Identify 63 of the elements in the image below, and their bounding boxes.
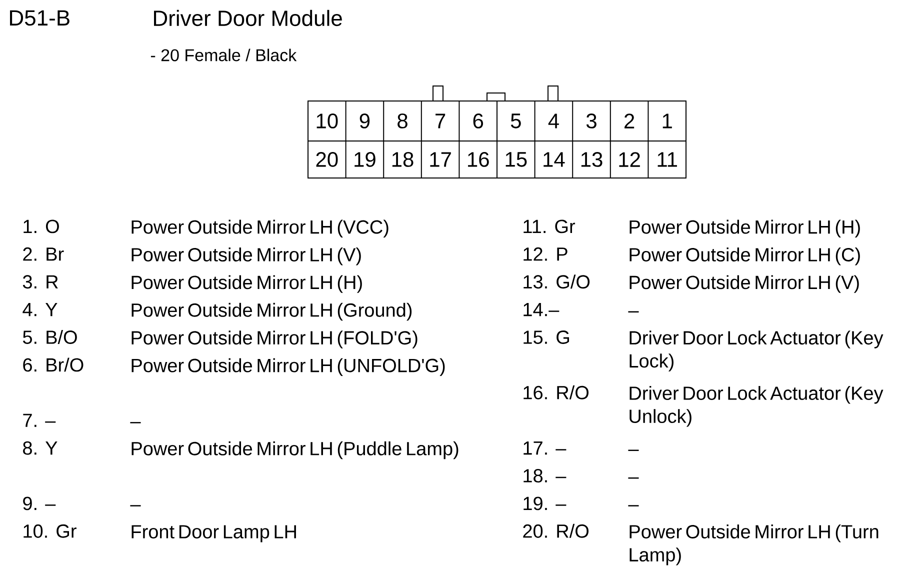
- pin-number: 13: [581, 152, 602, 167]
- pin-label: 2. Br: [23, 247, 64, 261]
- pin-function: Front Door Lamp LH: [132, 525, 296, 542]
- pin-function: –: [628, 311, 639, 312]
- pin-label: 4. Y: [22, 303, 58, 316]
- pin-function: Driver Door Lock Actuator (Key Lock): [630, 330, 884, 372]
- pin-function: Driver Door Lock Actuator (Key Unlock): [630, 386, 884, 427]
- pin-label: 17. –: [524, 442, 566, 455]
- pin-label: 9. –: [23, 496, 56, 510]
- pin-number: 5: [510, 114, 521, 128]
- connector-id: D51-B: [10, 10, 70, 26]
- pin-number: 3: [586, 114, 596, 128]
- pin-function: –: [130, 422, 141, 424]
- pin-number: 1: [662, 114, 672, 128]
- pin-number: 8: [398, 114, 408, 128]
- pin-number: 9: [360, 114, 370, 128]
- pin-label: 20. R/O: [523, 524, 588, 538]
- pin-label: 18. –: [524, 469, 566, 482]
- pin-number: 20: [316, 152, 338, 167]
- pin-number: 17: [430, 152, 451, 167]
- pin-label: 7. –: [23, 414, 56, 427]
- pin-function: Power Outside Mirror LH (UNFOLD'G): [132, 358, 445, 376]
- pin-function: Power Outside Mirror LH (Ground): [132, 302, 412, 321]
- pin-number: 4: [548, 114, 559, 128]
- pin-number: 2: [624, 114, 634, 128]
- pin-function: Power Outside Mirror LH (FOLD'G): [132, 330, 418, 348]
- pin-label: 6. Br/O: [23, 358, 84, 372]
- pin-function: Power Outside Mirror LH (H): [630, 220, 860, 238]
- pin-number: 10: [316, 114, 338, 128]
- pin-number: 6: [473, 114, 484, 128]
- pin-function: –: [130, 505, 141, 506]
- pin-function: –: [628, 505, 639, 506]
- pin-label: 16. R/O: [524, 385, 588, 400]
- page-title: Driver Door Module: [154, 10, 342, 26]
- pin-label: 8. Y: [23, 441, 58, 455]
- pin-function: Power Outside Mirror LH (VCC): [132, 220, 388, 238]
- pin-number: 7: [436, 114, 446, 128]
- pin-label: 13. G/O: [524, 274, 590, 289]
- pin-label: 5. B/O: [22, 330, 77, 344]
- pin-label: 12. P: [524, 247, 568, 261]
- pin-number: 16: [468, 152, 489, 167]
- pin-label: 1. O: [24, 220, 59, 234]
- pin-label: 14.–: [524, 303, 560, 316]
- pin-label: 10. Gr: [24, 524, 76, 538]
- pin-number: 14: [544, 152, 565, 167]
- pin-number: 18: [392, 152, 414, 167]
- pin-function: Power Outside Mirror LH (V): [132, 248, 361, 266]
- pin-function: –: [628, 477, 639, 479]
- connector-description: - 20 Female / Black: [150, 48, 297, 62]
- pin-function: Power Outside Mirror LH (Puddle Lamp): [132, 441, 458, 460]
- pin-label: 11. Gr: [524, 220, 576, 234]
- pin-number: 19: [354, 152, 376, 167]
- pin-function: Power Outside Mirror LH (C): [630, 248, 860, 266]
- pin-label: 3. R: [22, 275, 58, 289]
- pin-number: 12: [619, 152, 640, 167]
- pin-number: 15: [506, 152, 527, 167]
- pin-function: Power Outside Mirror LH (Turn Lamp): [630, 524, 878, 566]
- pin-label: 19. –: [524, 496, 566, 510]
- pin-number: 11: [658, 152, 677, 167]
- pin-label: 15. G: [524, 330, 569, 344]
- pin-function: Power Outside Mirror LH (V): [630, 275, 859, 293]
- pin-function: Power Outside Mirror LH (H): [132, 275, 362, 293]
- pin-function: –: [628, 450, 639, 451]
